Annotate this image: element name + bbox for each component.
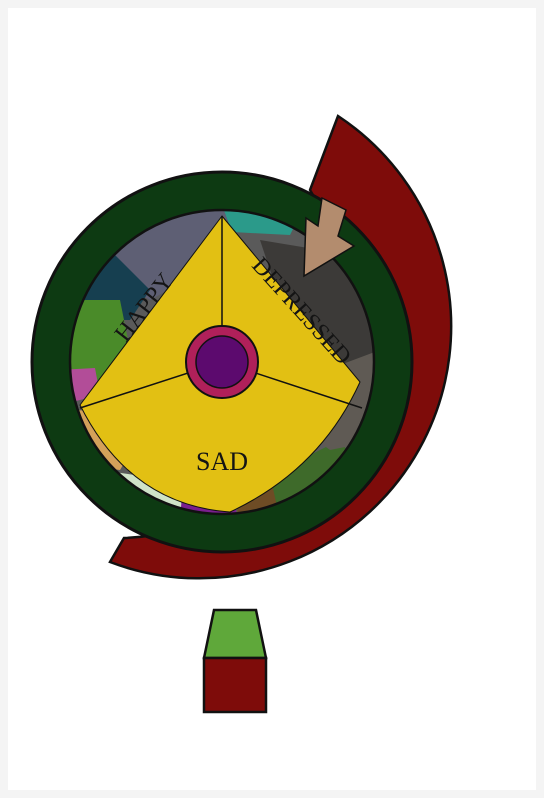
base-neck xyxy=(204,610,266,658)
base-block xyxy=(204,658,266,712)
hub-center[interactable] xyxy=(196,336,248,388)
segment-label-sad: SAD xyxy=(196,447,248,476)
